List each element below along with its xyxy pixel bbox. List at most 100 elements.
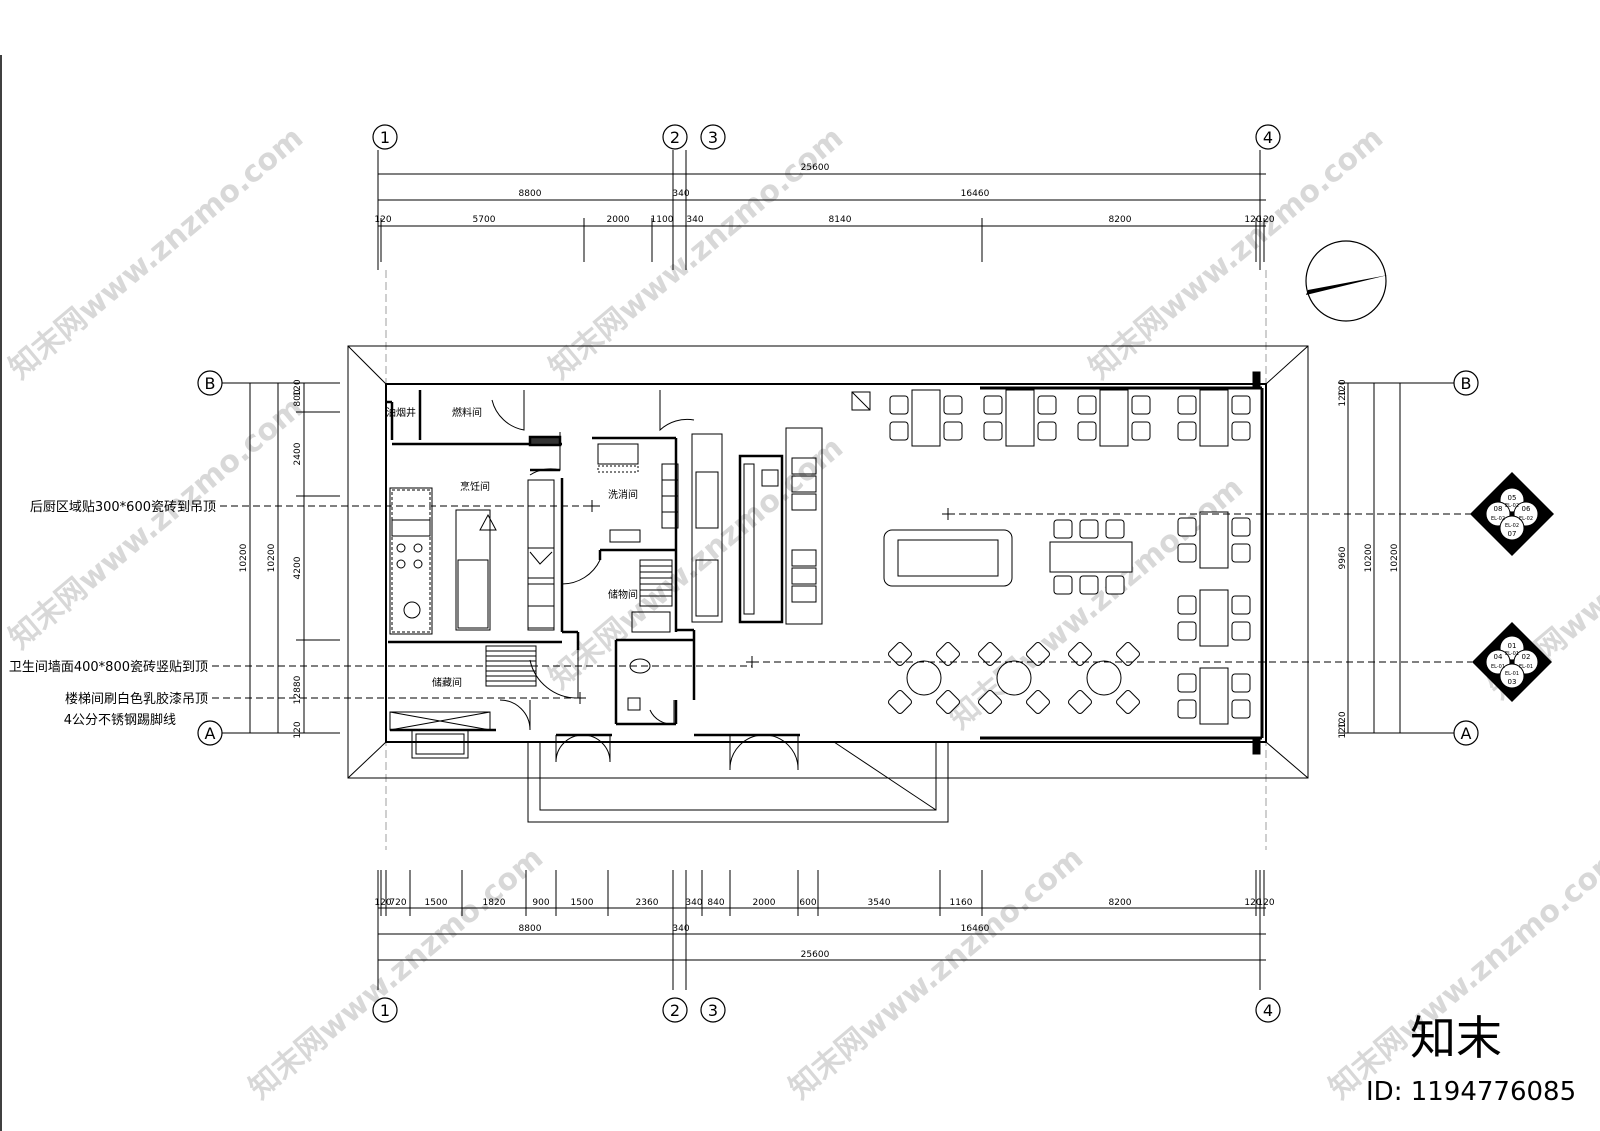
dim-left-inner: 120 — [293, 721, 303, 738]
dim-left-inner: 4200 — [293, 556, 303, 579]
svg-text:知末网www.znzmo.com: 知末网www.znzmo.com — [3, 120, 310, 386]
dim-top-row3: 120 — [374, 215, 391, 225]
svg-text:07: 07 — [1508, 530, 1517, 538]
dim-bottom-row1: 2360 — [636, 898, 659, 908]
grid-bubbles-side — [197, 370, 1479, 746]
doors — [491, 390, 799, 771]
store-room-shelf — [389, 711, 491, 759]
dim-top-row2: 8800 — [519, 189, 542, 199]
dim-left-inner: 12880 — [293, 675, 303, 704]
grid-label: 1 — [380, 1001, 390, 1020]
dim-bottom-row1: 840 — [707, 898, 724, 908]
dim-left-mid: 10200 — [267, 543, 277, 572]
dim-bottom-row2: 8800 — [519, 924, 542, 934]
svg-text:知末网www.znzmo.com: 知末网www.znzmo.com — [243, 840, 550, 1106]
bottom-dimensions — [377, 870, 1266, 990]
dim-right-inner: 9960 — [1338, 546, 1348, 569]
dim-top-row2: 340 — [672, 189, 689, 199]
grid-bubbles-top — [372, 124, 1281, 150]
svg-text:EL-02: EL-02 — [1505, 503, 1519, 509]
svg-text:EL-01: EL-01 — [1519, 664, 1533, 670]
dim-top-row3: 8140 — [829, 215, 852, 225]
room-label-storage-room: 储物间 — [608, 588, 638, 601]
svg-text:EL-01: EL-01 — [1491, 664, 1505, 670]
dim-bottom-row1: 1160 — [950, 898, 973, 908]
dim-right-inner: 120 — [1338, 389, 1348, 406]
dim-top-row3: 2000 — [607, 215, 630, 225]
room-label-fume-shaft: 油烟井 — [386, 406, 416, 419]
elevation-tag: 05 08 06 07 EL-02 EL-02 EL-02 EL-02 — [1470, 472, 1554, 556]
svg-text:04: 04 — [1494, 653, 1503, 661]
dim-top-row3: 5700 — [473, 215, 496, 225]
dim-right-inner: 120 — [1338, 711, 1348, 728]
grid-label: A — [1461, 724, 1472, 743]
svg-text:EL-02: EL-02 — [1519, 516, 1533, 522]
top-dimensions — [377, 150, 1266, 270]
svg-text:知末网www.znzmo.com: 知末网www.znzmo.com — [1323, 840, 1600, 1106]
svg-text:05: 05 — [1508, 494, 1517, 502]
dim-left-inner: 2400 — [293, 442, 303, 465]
dim-bottom-row1: 120 — [1257, 898, 1274, 908]
grid-label: B — [1461, 374, 1472, 393]
dim-bottom-row1: 3540 — [868, 898, 891, 908]
grid-label: 3 — [708, 128, 718, 147]
grid-label: 4 — [1263, 128, 1273, 147]
dim-top-total: 25600 — [801, 163, 830, 173]
dim-bottom-row1: 2000 — [753, 898, 776, 908]
room-label-fuel-room: 燃料间 — [452, 406, 482, 419]
grid-label: B — [205, 374, 216, 393]
dim-top-row3: 1100 — [651, 215, 674, 225]
dim-top-row3: 120 — [1244, 215, 1261, 225]
dim-bottom-row2: 340 — [672, 924, 689, 934]
note-kitchen-tile: 后厨区域贴300*600瓷砖到吊顶 — [30, 500, 216, 515]
dim-left-inner: 800 — [293, 389, 303, 406]
dim-right-mid: 10200 — [1364, 543, 1374, 572]
grid-bubbles-bottom — [372, 997, 1281, 1023]
svg-text:知末网www.znzmo.com: 知末网www.znzmo.com — [3, 390, 310, 656]
grid-label: 2 — [670, 1001, 680, 1020]
dim-bottom-row1: 340 — [685, 898, 702, 908]
svg-text:EL-01: EL-01 — [1505, 671, 1519, 677]
grid-label: 1 — [380, 128, 390, 147]
note-skirting: 4公分不锈钢踢脚线 — [64, 712, 176, 728]
svg-text:知末网www.znzmo.com: 知末网www.znzmo.com — [783, 840, 1090, 1106]
room-label-dish-room: 洗消间 — [608, 488, 638, 501]
dim-top-row2: 16460 — [961, 189, 990, 199]
grid-label: 3 — [708, 1001, 718, 1020]
dim-top-row3: 120 — [1257, 215, 1274, 225]
dim-bottom-row2: 16460 — [961, 924, 990, 934]
dim-right-inner: 120 — [1338, 379, 1348, 396]
dim-bottom-row1: 720 — [389, 898, 406, 908]
dim-bottom-row1: 1500 — [571, 898, 594, 908]
note-restroom-tile: 卫生间墙面400*800瓷砖竖贴到顶 — [9, 660, 208, 675]
dim-bottom-row1: 1500 — [425, 898, 448, 908]
watermark-id: ID: 1194776085 — [1366, 1077, 1576, 1107]
dim-top-row3: 340 — [686, 215, 703, 225]
dim-left-inner: 120 — [293, 379, 303, 396]
svg-text:08: 08 — [1494, 505, 1503, 513]
room-label-cooking-room: 烹饪间 — [460, 480, 490, 493]
room-label-store-room: 储藏间 — [432, 676, 462, 689]
dim-bottom-total: 25600 — [801, 950, 830, 960]
kitchen-equipment — [389, 391, 871, 711]
dim-bottom-row1: 1820 — [483, 898, 506, 908]
elevation-tag: 01 04 02 03 EL-01 EL-01 EL-01 EL-01 — [1472, 622, 1552, 702]
dim-left-outer: 10200 — [239, 543, 249, 572]
dim-bottom-row1: 120 — [374, 898, 391, 908]
note-stair-paint: 楼梯间刷白色乳胶漆吊顶 — [65, 691, 208, 707]
side-grid-lines — [220, 382, 1456, 734]
dim-top-row3: 8200 — [1109, 215, 1132, 225]
grid-label: 2 — [670, 128, 680, 147]
dim-right-outer: 10200 — [1390, 543, 1400, 572]
dim-bottom-row1: 8200 — [1109, 898, 1132, 908]
dim-right-inner: 120 — [1338, 721, 1348, 738]
svg-text:EL-01: EL-01 — [1505, 651, 1519, 657]
note-leaders — [212, 505, 1472, 699]
dim-bottom-row1: 120 — [1244, 898, 1261, 908]
svg-text:EL-02: EL-02 — [1491, 516, 1505, 522]
dim-bottom-row1: 600 — [799, 898, 816, 908]
watermark-logo: 知末 — [1410, 1011, 1502, 1065]
svg-text:EL-02: EL-02 — [1505, 523, 1519, 529]
svg-text:01: 01 — [1508, 642, 1517, 650]
